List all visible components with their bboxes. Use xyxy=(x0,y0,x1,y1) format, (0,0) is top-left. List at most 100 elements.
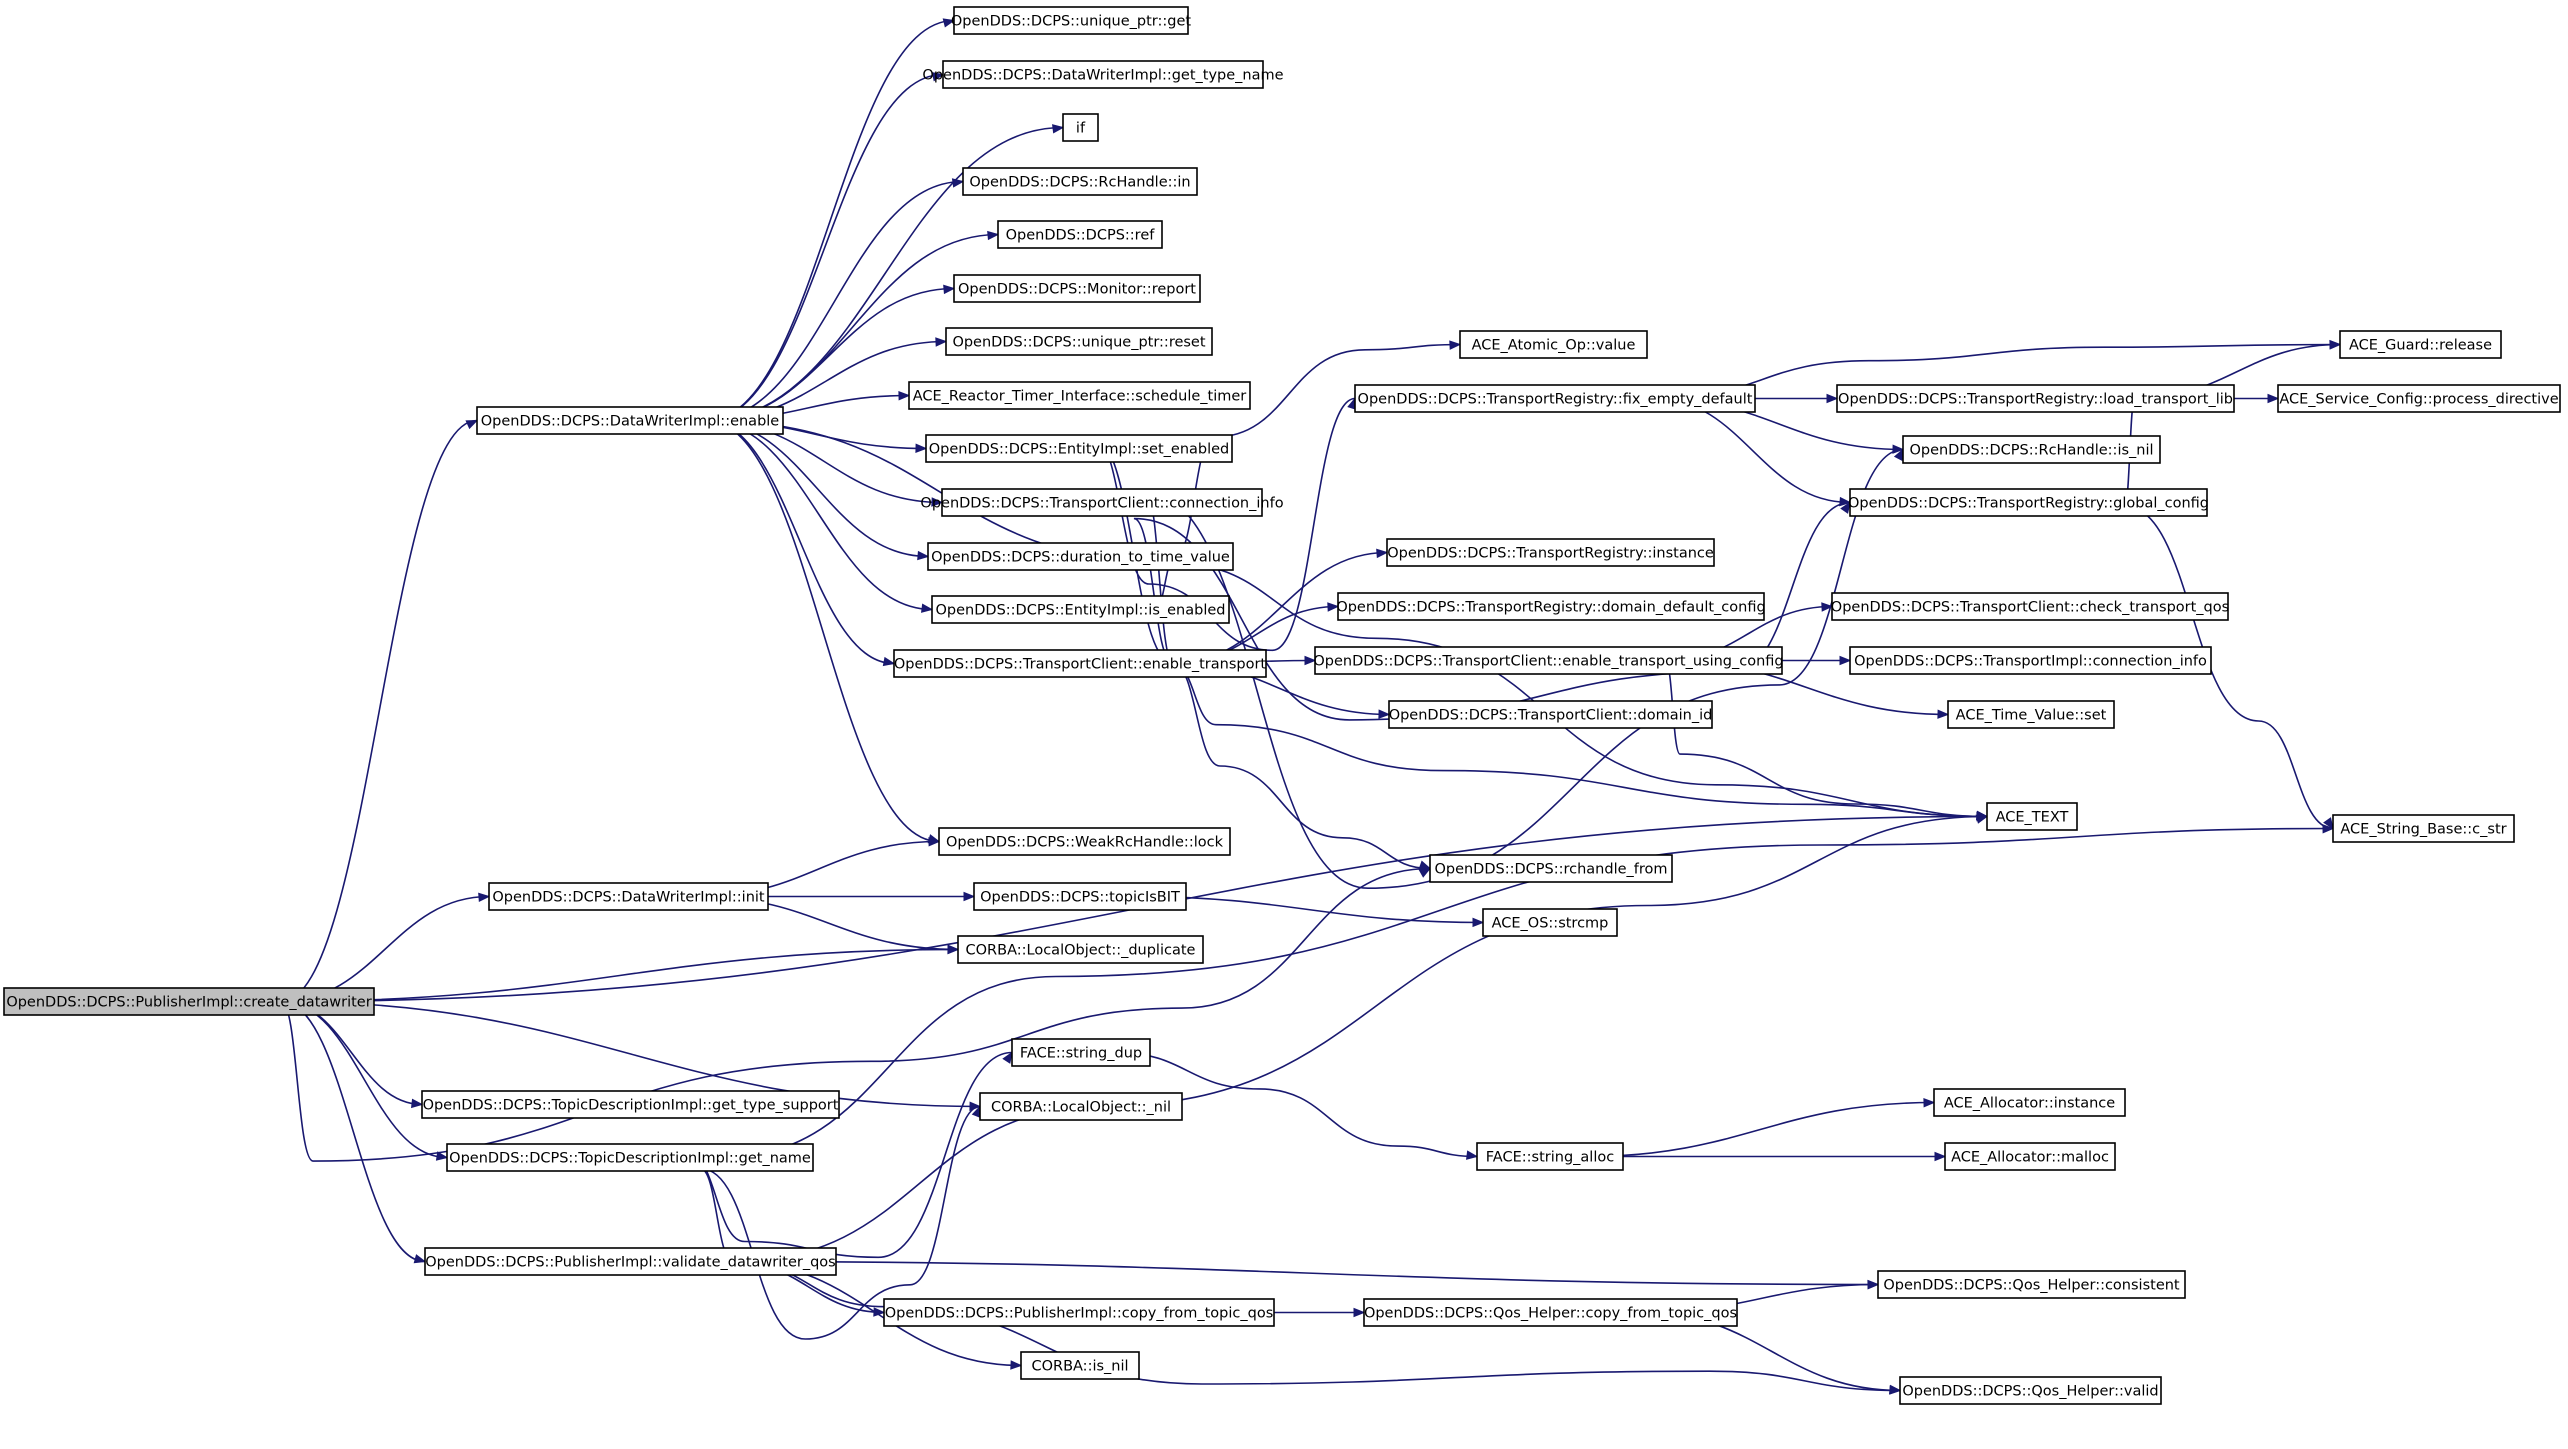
call-node-qh-valid[interactable]: OpenDDS::DCPS::Qos_Helper::valid xyxy=(1899,1376,2162,1405)
call-node-mon-report[interactable]: OpenDDS::DCPS::Monitor::report xyxy=(953,274,1201,303)
call-node-tr-instance[interactable]: OpenDDS::DCPS::TransportRegistry::instan… xyxy=(1386,538,1715,567)
call-node-get-type-support[interactable]: OpenDDS::DCPS::TopicDescriptionImpl::get… xyxy=(421,1090,840,1119)
call-node-time-value-set[interactable]: ACE_Time_Value::set xyxy=(1947,700,2115,729)
arrowhead-icon xyxy=(2329,340,2342,350)
arrowhead-icon xyxy=(1840,501,1851,514)
call-node-qh-copy-from-topic-qos[interactable]: OpenDDS::DCPS::Qos_Helper::copy_from_top… xyxy=(1363,1298,1738,1327)
call-node-ref[interactable]: OpenDDS::DCPS::ref xyxy=(997,220,1163,249)
node-label: OpenDDS::DCPS::EntityImpl::is_enabled xyxy=(936,603,1226,619)
node-box xyxy=(1386,538,1715,567)
node-box xyxy=(927,542,1234,571)
node-box xyxy=(1986,802,2078,831)
node-box xyxy=(1020,1351,1140,1380)
call-node-dw-init[interactable]: OpenDDS::DCPS::DataWriterImpl::init xyxy=(488,882,769,911)
call-edge-dw-enable-to-uptr-get xyxy=(706,18,956,422)
node-box xyxy=(1429,854,1673,883)
node-label: OpenDDS::DCPS::DataWriterImpl::enable xyxy=(481,414,780,430)
call-node-uptr-reset[interactable]: OpenDDS::DCPS::unique_ptr::reset xyxy=(945,327,1213,356)
call-node-qh-consistent[interactable]: OpenDDS::DCPS::Qos_Helper::consistent xyxy=(1877,1270,2186,1299)
call-edge-load-transport-lib-to-c-str xyxy=(2124,397,2334,830)
node-label: OpenDDS::DCPS::TransportRegistry::domain… xyxy=(1336,600,1765,616)
node-label: ACE_String_Base::c_str xyxy=(2340,822,2506,838)
call-node-enable-transport[interactable]: OpenDDS::DCPS::TransportClient::enable_t… xyxy=(893,649,1267,678)
call-node-alloc-malloc[interactable]: ACE_Allocator::malloc xyxy=(1944,1142,2116,1171)
call-node-tc-conn-info[interactable]: OpenDDS::DCPS::TransportClient::connecti… xyxy=(920,488,1284,517)
arrowhead-icon xyxy=(987,230,1000,241)
call-node-os-strcmp[interactable]: ACE_OS::strcmp xyxy=(1482,908,1618,937)
call-node-global-config[interactable]: OpenDDS::DCPS::TransportRegistry::global… xyxy=(1848,488,2209,517)
call-node-tc-domain-id[interactable]: OpenDDS::DCPS::TransportClient::domain_i… xyxy=(1388,700,1713,729)
call-node-check-transport-qos[interactable]: OpenDDS::DCPS::TransportClient::check_tr… xyxy=(1831,592,2229,621)
call-node-rc-in[interactable]: OpenDDS::DCPS::RcHandle::in xyxy=(962,167,1198,196)
call-node-get-type-name[interactable]: OpenDDS::DCPS::DataWriterImpl::get_type_… xyxy=(922,60,1284,89)
node-label: OpenDDS::DCPS::DataWriterImpl::init xyxy=(492,890,765,906)
call-node-load-transport-lib[interactable]: OpenDDS::DCPS::TransportRegistry::load_t… xyxy=(1836,384,2235,413)
root-node[interactable]: OpenDDS::DCPS::PublisherImpl::create_dat… xyxy=(3,987,375,1016)
node-box xyxy=(1933,1088,2126,1117)
call-node-topic-is-bit[interactable]: OpenDDS::DCPS::topicIsBIT xyxy=(973,882,1187,911)
node-box xyxy=(1482,908,1618,937)
arrowhead-icon xyxy=(947,944,960,954)
call-edge-root-to-dw-enable xyxy=(281,419,479,1003)
call-node-get-name[interactable]: OpenDDS::DCPS::TopicDescriptionImpl::get… xyxy=(446,1143,814,1172)
node-box xyxy=(1947,700,2115,729)
call-node-process-directive[interactable]: ACE_Service_Config::process_directive xyxy=(2277,384,2561,413)
call-node-is-enabled[interactable]: OpenDDS::DCPS::EntityImpl::is_enabled xyxy=(931,595,1230,624)
call-node-ti-conn-info[interactable]: OpenDDS::DCPS::TransportImpl::connection… xyxy=(1849,646,2212,675)
node-box xyxy=(1836,384,2235,413)
call-node-string-dup[interactable]: FACE::string_dup xyxy=(1011,1038,1151,1067)
arrowhead-icon xyxy=(1923,1097,1936,1108)
arrowhead-icon xyxy=(2323,817,2334,830)
node-label: OpenDDS::DCPS::Qos_Helper::valid xyxy=(1902,1384,2158,1400)
node-box xyxy=(1337,592,1765,621)
call-node-uptr-get[interactable]: OpenDDS::DCPS::unique_ptr::get xyxy=(951,6,1192,35)
call-node-if[interactable]: if xyxy=(1062,113,1099,142)
call-node-ace-text[interactable]: ACE_TEXT xyxy=(1986,802,2078,831)
call-node-rc-is-nil[interactable]: OpenDDS::DCPS::RcHandle::is_nil xyxy=(1902,435,2161,464)
call-node-nil[interactable]: CORBA::LocalObject::_nil xyxy=(979,1092,1183,1121)
node-box xyxy=(1354,384,1756,413)
arrowhead-icon xyxy=(942,18,956,28)
call-node-dur-to-time[interactable]: OpenDDS::DCPS::duration_to_time_value xyxy=(927,542,1234,571)
node-label: ACE_TEXT xyxy=(1996,810,2069,826)
call-node-dw-enable[interactable]: OpenDDS::DCPS::DataWriterImpl::enable xyxy=(476,406,784,435)
call-node-duplicate[interactable]: CORBA::LocalObject::_duplicate xyxy=(957,935,1204,964)
call-node-rchandle-from[interactable]: OpenDDS::DCPS::rchandle_from xyxy=(1429,854,1673,883)
node-label: OpenDDS::DCPS::DataWriterImpl::get_type_… xyxy=(922,68,1283,84)
call-node-is-nil-corba[interactable]: CORBA::is_nil xyxy=(1020,1351,1140,1380)
node-box xyxy=(942,60,1264,89)
call-node-dom-def-cfg[interactable]: OpenDDS::DCPS::TransportRegistry::domain… xyxy=(1336,592,1766,621)
node-label: ACE_Service_Config::process_directive xyxy=(2279,392,2558,408)
call-edge-string-alloc-to-alloc-instance xyxy=(1586,1097,1936,1158)
call-node-fix-empty[interactable]: OpenDDS::DCPS::TransportRegistry::fix_em… xyxy=(1354,384,1756,413)
node-label: ACE_Allocator::instance xyxy=(1944,1096,2115,1112)
call-node-enable-using-cfg[interactable]: OpenDDS::DCPS::TransportClient::enable_t… xyxy=(1313,646,1784,675)
call-node-atomic-value[interactable]: ACE_Atomic_Op::value xyxy=(1459,330,1648,359)
node-label: OpenDDS::DCPS::rchandle_from xyxy=(1434,862,1667,878)
call-node-set-enabled[interactable]: OpenDDS::DCPS::EntityImpl::set_enabled xyxy=(925,434,1233,463)
call-node-c-str[interactable]: ACE_String_Base::c_str xyxy=(2332,814,2515,843)
arrowhead-icon xyxy=(928,837,941,847)
call-node-alloc-instance[interactable]: ACE_Allocator::instance xyxy=(1933,1088,2126,1117)
node-box xyxy=(3,987,375,1016)
node-box xyxy=(1314,646,1783,675)
node-label: OpenDDS::DCPS::TransportRegistry::global… xyxy=(1848,496,2209,512)
arrowhead-icon xyxy=(1304,655,1317,666)
call-node-weak-lock[interactable]: OpenDDS::DCPS::WeakRcHandle::lock xyxy=(938,827,1231,856)
arrowhead-icon xyxy=(1353,1307,1366,1318)
node-label: OpenDDS::DCPS::TransportClient::enable_t… xyxy=(1313,654,1783,670)
node-box xyxy=(2277,384,2561,413)
call-node-copy-from-topic-qos[interactable]: OpenDDS::DCPS::PublisherImpl::copy_from_… xyxy=(883,1298,1275,1327)
call-node-guard-release[interactable]: ACE_Guard::release xyxy=(2339,330,2502,359)
arrowhead-icon xyxy=(943,284,956,295)
arrowhead-icon xyxy=(1418,867,1432,878)
call-node-string-alloc[interactable]: FACE::string_alloc xyxy=(1476,1142,1624,1171)
call-node-sched-timer[interactable]: ACE_Reactor_Timer_Interface::schedule_ti… xyxy=(908,381,1251,410)
call-edge-dw-enable-to-dur-to-time xyxy=(706,419,930,561)
node-box xyxy=(2339,330,2502,359)
call-node-validate-qos[interactable]: OpenDDS::DCPS::PublisherImpl::validate_d… xyxy=(424,1247,837,1276)
node-box xyxy=(938,827,1231,856)
node-box xyxy=(941,488,1263,517)
call-edge-string-dup-to-string-alloc xyxy=(1115,1051,1479,1160)
